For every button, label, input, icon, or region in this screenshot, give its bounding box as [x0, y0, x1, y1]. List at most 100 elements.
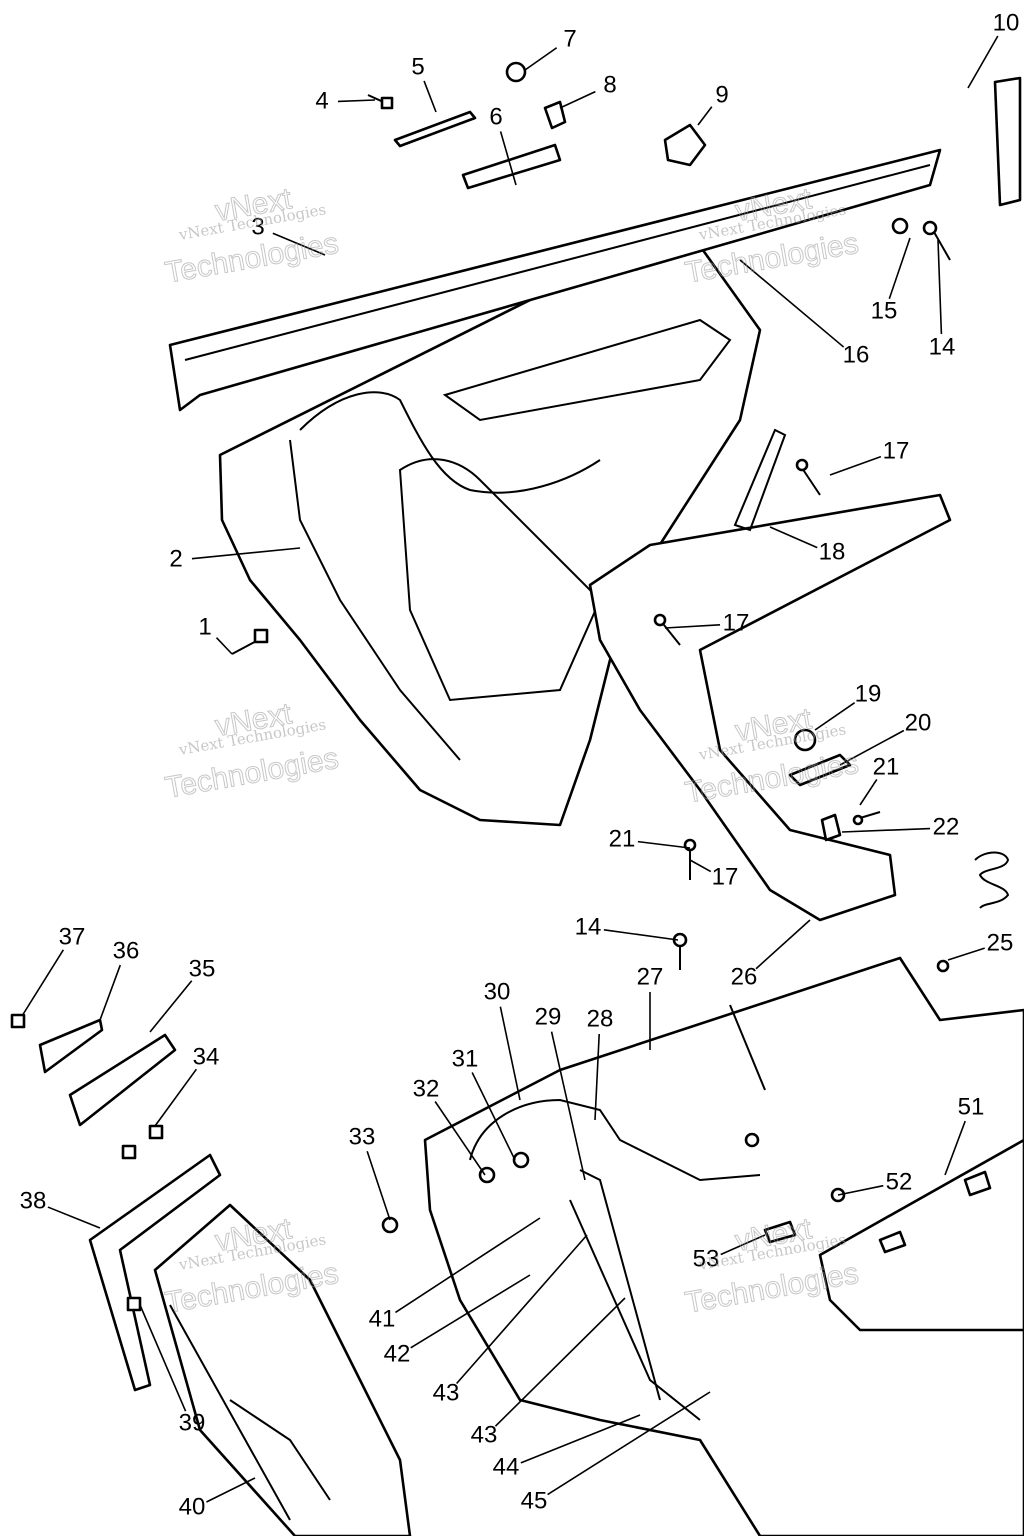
leader-line-43 — [456, 1234, 588, 1385]
leader-line-16 — [739, 259, 845, 348]
callout-21: 21 — [609, 825, 636, 852]
callout-45: 45 — [521, 1487, 548, 1514]
leader-line-38 — [47, 1206, 101, 1229]
callout-22: 22 — [933, 813, 960, 840]
callout-6: 6 — [489, 103, 502, 130]
callout-9: 9 — [715, 81, 728, 108]
trim-strip-5 — [393, 110, 477, 148]
leader-line-1 — [215, 637, 233, 655]
callout-5: 5 — [411, 53, 424, 80]
screw-37 — [10, 1013, 26, 1029]
callout-8: 8 — [603, 71, 616, 98]
latch-22 — [820, 813, 842, 842]
leader-line-10 — [967, 35, 999, 89]
cover-35 — [68, 1033, 177, 1127]
leader-line-29 — [550, 1031, 586, 1181]
leader-line-15 — [888, 237, 911, 300]
leader-line-9 — [697, 106, 713, 126]
leader-line-17 — [689, 859, 712, 873]
side-bracket-26 — [588, 493, 952, 922]
callout-40: 40 — [179, 1493, 206, 1520]
callout-52: 52 — [886, 1168, 913, 1195]
callout-4: 4 — [315, 87, 328, 114]
callout-15: 15 — [871, 297, 898, 324]
leader-line-7 — [524, 47, 558, 71]
leader-line-4 — [337, 99, 376, 103]
hinge-10 — [993, 76, 1022, 207]
body-panel-27 — [423, 956, 1024, 1536]
callout-28: 28 — [587, 1005, 614, 1032]
callout-37: 37 — [59, 923, 86, 950]
callout-17: 17 — [723, 609, 750, 636]
leader-line-53 — [720, 1234, 766, 1256]
callout-41: 41 — [369, 1305, 396, 1332]
callout-14: 14 — [575, 913, 602, 940]
strip-36 — [38, 1018, 104, 1074]
bracket-18 — [733, 428, 787, 532]
leader-line-6 — [499, 131, 517, 186]
leader-line-52 — [837, 1184, 884, 1196]
leader-line-36 — [99, 964, 122, 1021]
grommet-19 — [793, 728, 817, 752]
leader-line-41 — [395, 1217, 541, 1314]
knob-7 — [505, 61, 527, 83]
callout-43: 43 — [433, 1379, 460, 1406]
callout-16: 16 — [843, 341, 870, 368]
leader-line-8 — [559, 90, 596, 109]
leader-line-39 — [139, 1304, 187, 1412]
leader-line-14 — [937, 239, 943, 335]
callout-30: 30 — [484, 978, 511, 1005]
callout-44: 44 — [493, 1453, 520, 1480]
frame-38 — [88, 1153, 222, 1392]
callout-1: 1 — [198, 613, 211, 640]
callout-2: 2 — [169, 545, 182, 572]
body-panel-2 — [218, 230, 762, 827]
leader-line-25 — [947, 947, 985, 961]
plate-20 — [788, 753, 852, 787]
leader-line-42 — [410, 1274, 531, 1349]
leader-line-19 — [814, 702, 856, 731]
callout-35: 35 — [189, 955, 216, 982]
leader-line-30 — [499, 1006, 521, 1101]
grille-40 — [153, 1203, 412, 1536]
leader-line-33 — [366, 1150, 391, 1221]
callout-43: 43 — [471, 1421, 498, 1448]
callout-34: 34 — [193, 1043, 220, 1070]
callout-33: 33 — [349, 1123, 376, 1150]
leader-line-26 — [755, 919, 811, 970]
callout-17: 17 — [883, 437, 910, 464]
leader-line-37 — [21, 949, 65, 1017]
leader-line-31 — [471, 1072, 516, 1161]
callout-18: 18 — [819, 538, 846, 565]
top-rail-3 — [168, 148, 942, 412]
leader-line-22 — [841, 827, 931, 833]
callout-17: 17 — [712, 863, 739, 890]
callout-14: 14 — [929, 333, 956, 360]
clip-9 — [663, 123, 707, 167]
leader-line-17 — [829, 455, 882, 476]
leader-line-45 — [547, 1391, 711, 1496]
callout-19: 19 — [855, 680, 882, 707]
leader-line-5 — [423, 80, 437, 113]
panel-51 — [818, 1138, 1024, 1332]
leader-line-3 — [272, 232, 326, 256]
leader-line-21 — [859, 779, 878, 806]
callout-20: 20 — [905, 709, 932, 736]
callout-29: 29 — [535, 1003, 562, 1030]
callout-31: 31 — [452, 1045, 479, 1072]
leader-line-18 — [769, 526, 818, 549]
spring-25 — [974, 851, 1010, 909]
fasteners-upper — [231, 94, 951, 973]
bolt-8 — [543, 100, 567, 130]
callout-38: 38 — [20, 1187, 47, 1214]
leader-line-32 — [434, 1101, 486, 1176]
leader-line-51 — [944, 1120, 966, 1176]
leader-line-17 — [664, 623, 721, 629]
leader-line-20 — [839, 729, 905, 766]
leader-line-14 — [603, 929, 679, 941]
callout-7: 7 — [563, 25, 576, 52]
callout-21: 21 — [873, 753, 900, 780]
